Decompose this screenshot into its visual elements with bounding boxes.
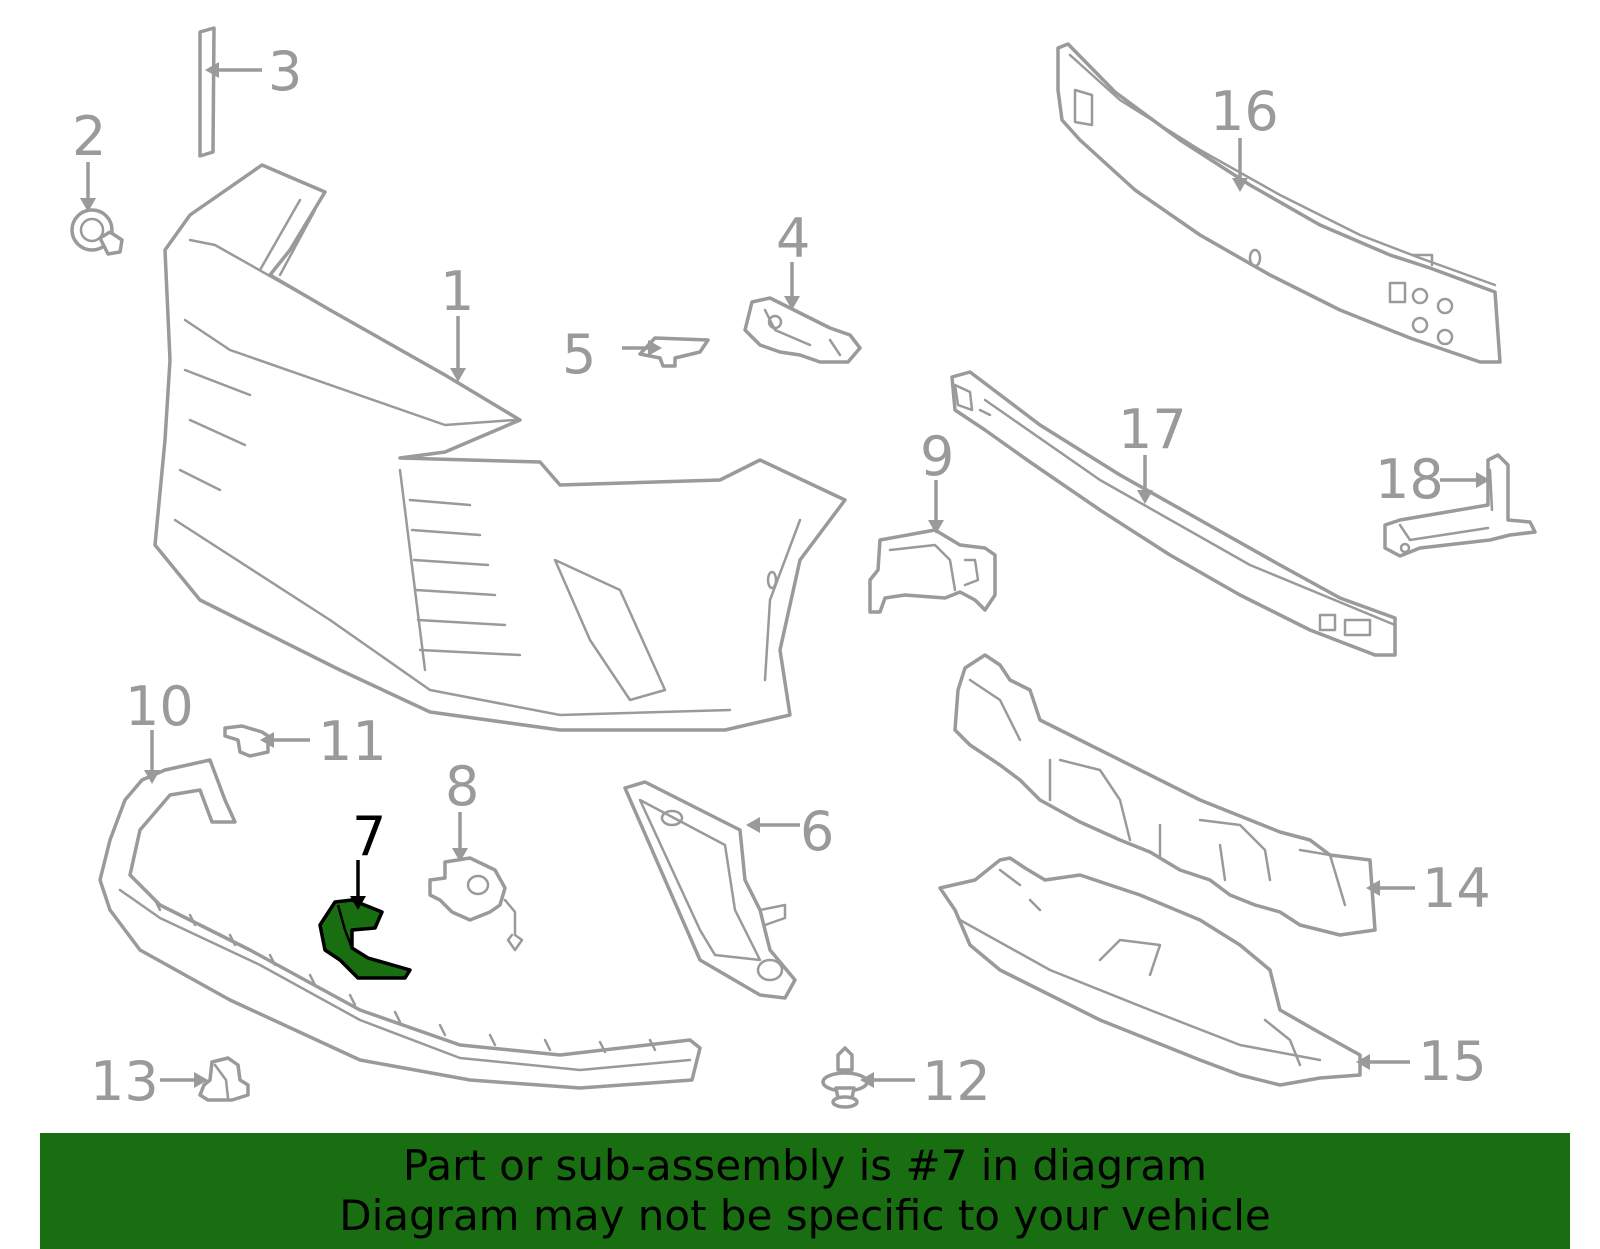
arrowheads (80, 62, 1490, 1088)
part-2-clip[interactable] (70, 208, 124, 256)
banner-line-1: Part or sub-assembly is #7 in diagram (402, 1141, 1208, 1190)
part-17-bar[interactable] (950, 370, 1397, 657)
callout-17: 17 (1118, 398, 1187, 461)
part-9-bracket[interactable] (868, 528, 997, 614)
part-7-highlighted-bracket[interactable] (318, 898, 412, 980)
callout-1: 1 (440, 260, 474, 323)
part-5-cover[interactable] (638, 336, 710, 368)
callout-14: 14 (1422, 857, 1491, 920)
callout-15: 15 (1418, 1030, 1487, 1093)
callout-9: 9 (920, 425, 954, 488)
callout-18: 18 (1375, 448, 1444, 511)
part-15-lower-shield[interactable] (938, 856, 1362, 1087)
callout-4: 4 (776, 207, 810, 270)
part-13-retainer[interactable] (198, 1056, 250, 1102)
part-10-lower-spoiler[interactable] (98, 758, 702, 1090)
callout-13: 13 (90, 1050, 159, 1113)
callout-3: 3 (268, 40, 302, 103)
callout-10: 10 (125, 675, 194, 738)
part-12-push-clip[interactable] (821, 1046, 869, 1109)
callout-7: 7 (352, 805, 386, 868)
part-8-sensor-bracket[interactable] (428, 856, 524, 952)
part-16-reinforcement[interactable] (1056, 42, 1502, 364)
callout-12: 12 (922, 1050, 991, 1113)
info-banner: Part or sub-assembly is #7 in diagram Di… (40, 1133, 1570, 1249)
callout-8: 8 (445, 755, 479, 818)
banner-line-2: Diagram may not be specific to your vehi… (339, 1191, 1271, 1240)
callout-2: 2 (72, 105, 106, 168)
part-1-bumper-cover[interactable] (153, 163, 847, 732)
part-18-bracket[interactable] (1383, 453, 1537, 558)
part-6-bezel[interactable] (623, 780, 797, 1000)
callout-16: 16 (1210, 80, 1279, 143)
leader-lines (86, 68, 1478, 1082)
callout-6: 6 (800, 800, 834, 863)
callout-labels: 1 2 3 4 5 6 7 8 9 10 11 12 13 14 15 16 1… (72, 40, 1491, 1113)
part-11-clip[interactable] (223, 724, 270, 758)
callout-11: 11 (318, 710, 387, 773)
part-14-absorber[interactable] (953, 653, 1377, 937)
part-4-bracket[interactable] (743, 296, 862, 364)
part-3-molding[interactable] (198, 26, 216, 158)
callout-5: 5 (562, 323, 596, 386)
